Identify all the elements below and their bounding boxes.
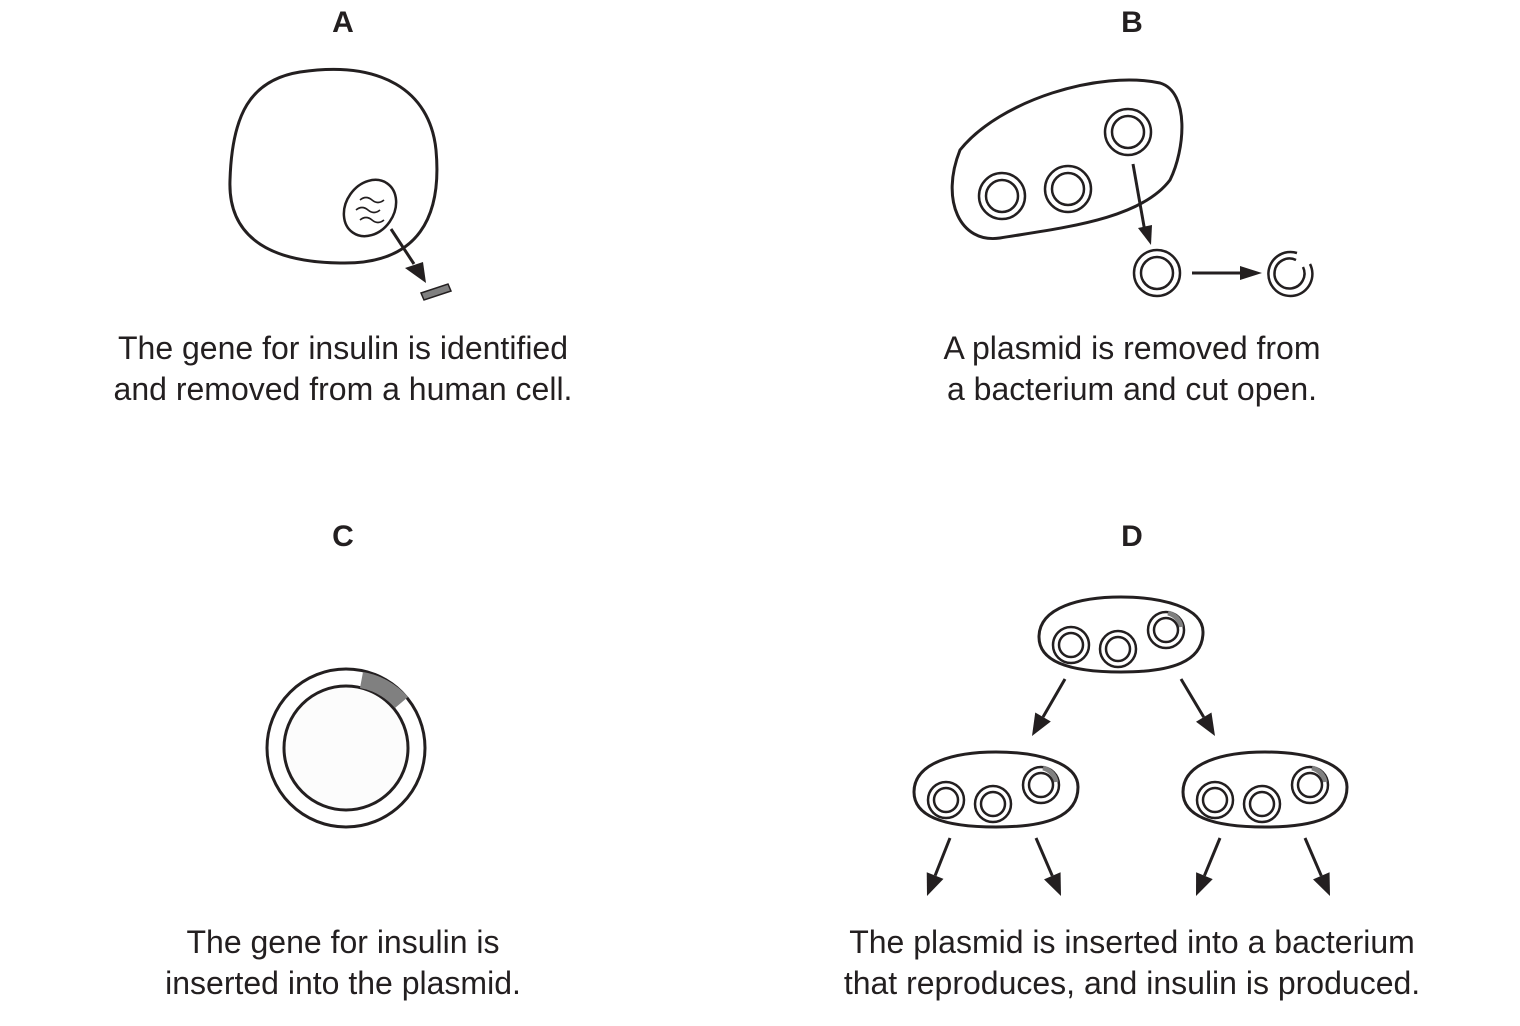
bacterium	[1181, 750, 1349, 829]
arrow-icon	[1192, 266, 1262, 280]
plasmid-icon	[926, 780, 966, 820]
nucleus	[342, 178, 398, 238]
bacterium	[1037, 595, 1205, 674]
recombinant-plasmid	[265, 667, 427, 829]
recombinant-plasmid-icon	[1290, 765, 1330, 805]
caption-line: that reproduces, and insulin is produced…	[843, 965, 1421, 1001]
plasmid-icon	[1103, 107, 1153, 157]
arrow-icon	[389, 228, 426, 283]
recombinant-plasmid-icon	[1021, 765, 1061, 805]
plasmid-icon	[1195, 780, 1235, 820]
plasmid-icon	[1051, 625, 1091, 665]
caption-d: The plasmid is inserted into a bacterium…	[782, 922, 1482, 1004]
cut-plasmid-icon	[1267, 250, 1314, 298]
caption-b: A plasmid is removed from a bacterium an…	[832, 328, 1432, 410]
panel-label-c: C	[332, 520, 354, 553]
panel-label-a: A	[332, 6, 354, 39]
panel-label-b: B	[1121, 6, 1143, 39]
caption-line: inserted into the plasmid.	[165, 965, 521, 1001]
plasmid-icon	[1242, 784, 1282, 824]
recombinant-plasmid-icon	[1146, 610, 1186, 650]
caption-line: The gene for insulin is	[186, 924, 500, 960]
arrow-icon	[1032, 678, 1067, 736]
arrow-icon	[926, 837, 952, 896]
arrow-icon	[1303, 837, 1330, 896]
arrow-icon	[1131, 163, 1152, 245]
caption-line: The gene for insulin is identified	[117, 330, 569, 366]
plasmid-icon	[977, 171, 1027, 221]
panel-label-d: D	[1121, 520, 1143, 553]
caption-a: The gene for insulin is identified and r…	[43, 328, 643, 410]
bacterium	[950, 78, 1184, 240]
caption-c: The gene for insulin is inserted into th…	[43, 922, 643, 1004]
caption-line: a bacterium and cut open.	[946, 371, 1317, 407]
arrow-icon	[1179, 678, 1215, 736]
plasmid-icon	[1098, 629, 1138, 669]
plasmid-icon	[973, 784, 1013, 824]
plasmid-icon	[1132, 248, 1182, 298]
caption-line: A plasmid is removed from	[943, 330, 1321, 366]
insulin-gene	[419, 283, 453, 301]
caption-line: and removed from a human cell.	[113, 371, 573, 407]
caption-line: The plasmid is inserted into a bacterium	[849, 924, 1415, 960]
bacterium	[912, 750, 1080, 829]
arrow-icon	[1034, 837, 1061, 896]
human-cell	[228, 67, 439, 265]
plasmid-icon	[1043, 164, 1093, 214]
arrow-icon	[1196, 837, 1222, 896]
